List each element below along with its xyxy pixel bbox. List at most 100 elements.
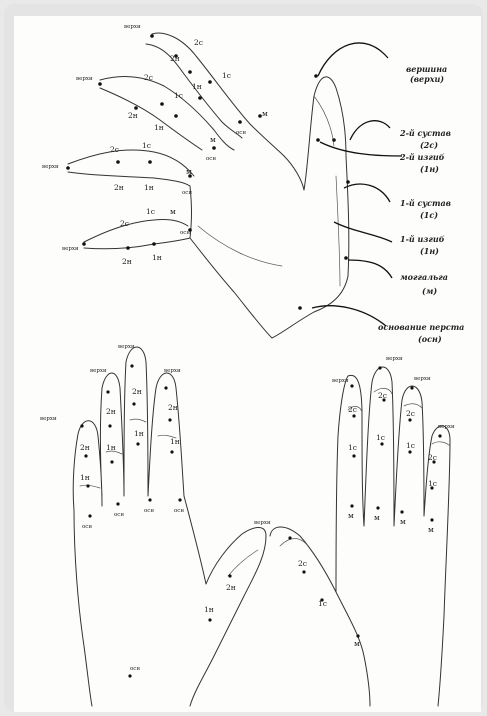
legend-6-title: моггальга: [400, 272, 448, 282]
bottom-left-hand-outline: [72, 346, 267, 707]
bl-little-tip: верхи: [40, 416, 57, 422]
top-little-tip-label: верхи: [62, 246, 79, 252]
diagram-sheet: верхи 2с 2н 1с 1н м осн верхи 2с 2н 1с 1…: [14, 16, 481, 712]
bl-index-tip: верхи: [164, 368, 181, 374]
top-middle-m-label: м: [210, 135, 216, 144]
legend-3-abbr: (1н): [420, 164, 439, 174]
top-hand: верхи 2с 2н 1с 1н м осн верхи 2с 2н 1с 1…: [42, 24, 350, 339]
br-thumb-j2: 2с: [298, 559, 307, 568]
bottom-left-hand: верхи 2н 1н осн верхи 2н 1н осн верхи 2н…: [40, 344, 267, 707]
top-little-m-label: м: [170, 207, 176, 216]
bl-little-base: осн: [82, 524, 92, 530]
top-index-f2-label: 2н: [170, 54, 180, 63]
top-index-f1-label: 1н: [192, 82, 202, 91]
top-middle-tip-label: верхи: [76, 76, 93, 82]
top-little-j1-label: 1с: [146, 207, 155, 216]
top-ring-j2-label: 2с: [110, 145, 119, 154]
top-middle-j2-label: 2с: [144, 73, 153, 82]
top-index-j1-label: 1с: [222, 71, 231, 80]
br-little-tip: верхи: [438, 424, 455, 430]
legend-1-abbr: (верхи): [410, 74, 444, 84]
top-index-m-label: м: [262, 109, 268, 118]
bl-index-base: осн: [174, 508, 184, 514]
br-middle-tip: верхи: [386, 356, 403, 362]
br-ring-j2: 2с: [406, 409, 415, 418]
hand-joint-diagram: верхи 2с 2н 1с 1н м осн верхи 2с 2н 1с 1…: [40, 24, 464, 707]
bl-index-f1: 1н: [170, 437, 180, 446]
top-little-f1-label: 1н: [152, 253, 162, 262]
legend-arrow-3: [319, 141, 403, 157]
legend-4-abbr: (1с): [420, 210, 438, 220]
br-index-tip: верхи: [332, 378, 349, 384]
legend-3-title: 2-й изгиб: [399, 152, 445, 162]
bottom-left-dots: [80, 364, 232, 678]
br-ring-j1: 1с: [406, 441, 415, 450]
top-middle-base-label: осн: [206, 156, 216, 162]
top-ring-j1-label: 1с: [142, 141, 151, 150]
br-middle-m: м: [374, 513, 380, 522]
top-little-j2-label: 2с: [120, 219, 129, 228]
legend: вершина (верхи) 2-й сустав (2с) 2-й изги…: [311, 42, 464, 344]
top-index-j2-label: 2с: [194, 38, 203, 47]
legend-5-abbr: (1н): [420, 246, 439, 256]
top-finger-ring-outline: [67, 149, 195, 187]
bl-ring-tip: верхи: [90, 368, 107, 374]
top-hand-dots: [66, 34, 350, 310]
br-ring-tip: верхи: [414, 376, 431, 382]
bl-ring-f1: 1н: [106, 443, 116, 452]
bottom-right-hand: верхи 2с 1с м верхи 2с 1с м верхи 2с 1с …: [254, 356, 455, 707]
legend-arrow-5: [333, 221, 393, 243]
top-ring-tip-label: верхи: [42, 164, 59, 170]
legend-5-title: 1-й изгиб: [400, 234, 445, 244]
top-finger-little-outline: [83, 219, 191, 250]
top-ring-base-label: осн: [182, 190, 192, 196]
bottom-right-dots: [288, 366, 442, 638]
bl-middle-f1: 1н: [134, 429, 144, 438]
legend-2-abbr: (2с): [420, 140, 438, 150]
br-middle-j1: 1с: [376, 433, 385, 442]
br-little-m: м: [428, 525, 434, 534]
legend-arrow-1: [317, 42, 389, 77]
legend-7-title: основание перста: [378, 322, 464, 332]
top-palm-crease: [197, 95, 341, 287]
br-index-m: м: [348, 511, 354, 520]
legend-arrow-2: [349, 120, 391, 141]
bl-index-f2: 2н: [168, 403, 178, 412]
bl-ring-base: осн: [114, 512, 124, 518]
br-ring-m: м: [400, 517, 406, 526]
legend-7-abbr: (осн): [418, 334, 442, 344]
top-middle-f1-label: 1н: [154, 123, 164, 132]
br-index-j1: 1с: [348, 443, 357, 452]
bl-middle-f2: 2н: [132, 387, 142, 396]
top-palm-outline: [189, 76, 350, 339]
br-thumb-j1: 1с: [318, 599, 327, 608]
bl-ring-f2: 2н: [106, 407, 116, 416]
legend-6-abbr: (м): [422, 286, 437, 296]
legend-1-title: вершина: [406, 64, 447, 74]
legend-2-title: 2-й сустав: [399, 128, 451, 138]
top-middle-f2-label: 2н: [128, 111, 138, 120]
top-middle-j1-label: 1с: [174, 91, 183, 100]
top-index-base-label: осн: [236, 130, 246, 136]
bottom-left-hand-creases: [79, 418, 259, 577]
br-thumb-tip: верхи: [254, 520, 271, 526]
bl-thumb-f1: 1н: [204, 605, 214, 614]
legend-arrow-4: [343, 183, 391, 203]
bottom-right-hand-outline: [269, 366, 451, 707]
br-little-j1: 1с: [428, 479, 437, 488]
bl-thumb-f2: 2н: [226, 583, 236, 592]
top-finger-index-outline: [145, 32, 285, 157]
top-little-base-label: осн: [180, 230, 190, 236]
br-index-j2: 2с: [348, 405, 357, 414]
legend-arrow-7: [311, 305, 387, 327]
legend-arrow-6: [347, 259, 393, 279]
top-little-f2-label: 2н: [122, 257, 132, 266]
top-index-tip-label: верхи: [124, 24, 141, 30]
top-finger-middle-outline: [99, 76, 235, 151]
top-ring-f1-label: 1н: [144, 183, 154, 192]
legend-4-title: 1-й сустав: [400, 198, 451, 208]
br-thumb-m: м: [354, 639, 360, 648]
bl-middle-tip: верхи: [118, 344, 135, 350]
bl-thumb-base: осн: [130, 666, 140, 672]
bl-little-f2: 2н: [80, 443, 90, 452]
